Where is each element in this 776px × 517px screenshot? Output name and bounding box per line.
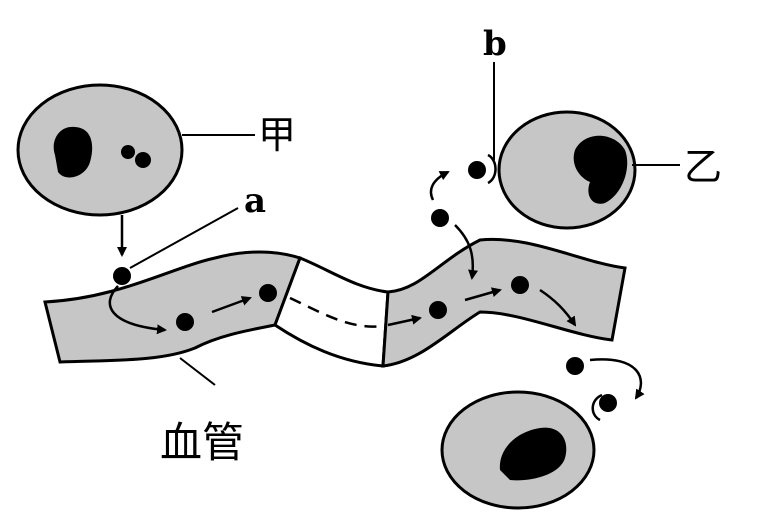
cell-yi-nucleus <box>573 135 628 204</box>
point-a-label: a <box>244 181 266 221</box>
cell-jia-vesicle <box>121 145 135 159</box>
point-a-label-line <box>129 207 239 269</box>
cell-jia: 甲 <box>16 83 296 217</box>
hormone-particle <box>176 313 194 331</box>
vessel-right-segment <box>381 237 627 368</box>
secretion-jia: a <box>108 181 266 335</box>
vessel-label: 血管 <box>160 418 244 467</box>
point-a-particle <box>113 267 131 285</box>
receptor-b: b <box>468 24 507 185</box>
vessel-particles <box>176 276 529 331</box>
vessel-label-line <box>179 357 216 386</box>
vessel-dashed-flow <box>289 296 383 328</box>
arrow <box>464 287 502 302</box>
point-b-label: b <box>483 24 507 64</box>
receptor-b-shape <box>487 153 497 185</box>
hormone-particle <box>511 276 529 294</box>
hormone-particle <box>259 284 277 302</box>
cell-yi: 乙 <box>497 110 722 230</box>
receptor-lower <box>591 393 603 422</box>
arrow <box>387 314 422 327</box>
arrow-out-vessel <box>539 288 577 327</box>
hormone-particle <box>431 209 449 227</box>
arrow-to-yi <box>429 170 450 201</box>
cell-yi-label: 乙 <box>684 145 722 189</box>
cell-lower-right <box>440 288 645 510</box>
cell-jia-nucleus <box>53 126 93 178</box>
blood-vessel <box>43 237 627 386</box>
arrow-to-lower-cell <box>589 358 645 400</box>
arrow <box>211 296 252 314</box>
hormone-particle <box>429 301 447 319</box>
arrow-from-vessel <box>454 224 478 280</box>
arrow-into-vessel <box>108 285 167 335</box>
vessel-left-segment <box>43 250 302 364</box>
hormone-particle <box>566 357 584 375</box>
cell-lower-nucleus <box>499 427 567 481</box>
cell-jia-vesicle <box>135 152 151 168</box>
cell-jia-body <box>16 83 184 217</box>
bound-hormone-particle <box>599 394 617 412</box>
bound-hormone-particle <box>468 161 486 179</box>
cell-jia-label: 甲 <box>258 113 296 157</box>
vessel-arrows <box>211 287 502 327</box>
flow-to-yi <box>429 170 478 280</box>
